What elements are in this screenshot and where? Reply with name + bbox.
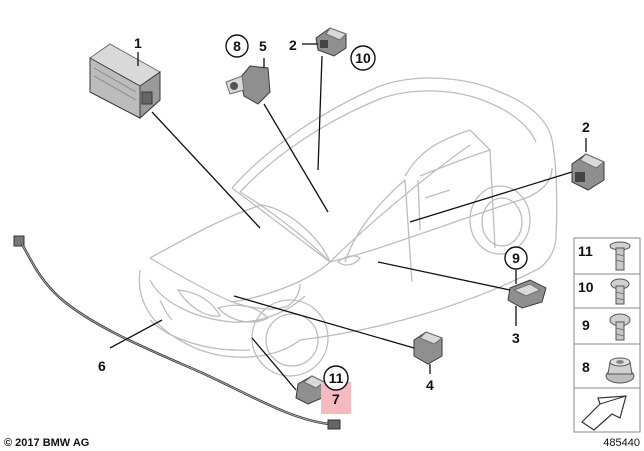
part-2-top-bracket[interactable] [315, 27, 347, 57]
part-3-sensor[interactable] [507, 279, 547, 309]
callout-10-circle[interactable] [350, 45, 376, 71]
callout-9-circle[interactable] [504, 246, 528, 270]
fasteners-panel: 11 10 9 8 [573, 237, 641, 433]
callout-2-top[interactable]: 2 [289, 37, 297, 53]
callout-3[interactable]: 3 [512, 330, 520, 346]
part-4-sensor[interactable] [413, 331, 444, 365]
callout-1[interactable]: 1 [134, 35, 142, 51]
part-5-sensor[interactable] [225, 65, 271, 105]
torx-screw-icon[interactable] [610, 278, 630, 305]
direction-arrow-icon [581, 395, 627, 431]
callout-7[interactable]: 7 [332, 391, 340, 407]
callout-9: 9 [512, 250, 520, 266]
fastener-label-10: 10 [578, 279, 594, 295]
callout-8-circle[interactable] [225, 34, 249, 58]
callout-6[interactable]: 6 [98, 358, 106, 374]
leader-lines [109, 43, 587, 391]
part-7-sensor[interactable] [295, 375, 325, 405]
part-2-right-bracket[interactable] [571, 153, 605, 191]
callout-11-circle[interactable] [323, 365, 349, 391]
fastener-label-11: 11 [578, 243, 593, 259]
fastener-label-9: 9 [582, 317, 590, 333]
part-6-wiring-harness[interactable] [13, 235, 341, 430]
callout-5[interactable]: 5 [259, 38, 267, 54]
callout-10: 10 [355, 50, 371, 66]
callouts: 1 8 5 2 10 2 9 3 4 6 11 7 [98, 34, 590, 407]
part-1-control-unit[interactable] [89, 43, 161, 120]
copyright-text: © 2017 BMW AG [4, 437, 89, 449]
screw-icon[interactable] [609, 313, 631, 341]
callout-11: 11 [329, 370, 344, 386]
bolt-head-icon[interactable] [609, 241, 631, 271]
car-outline [138, 77, 558, 377]
callout-2-right[interactable]: 2 [582, 119, 590, 135]
fastener-label-8: 8 [582, 359, 590, 375]
callout-8: 8 [233, 38, 241, 54]
nut-icon[interactable] [605, 357, 635, 384]
diagram-number: 485440 [603, 437, 640, 449]
callout-4[interactable]: 4 [426, 377, 434, 393]
